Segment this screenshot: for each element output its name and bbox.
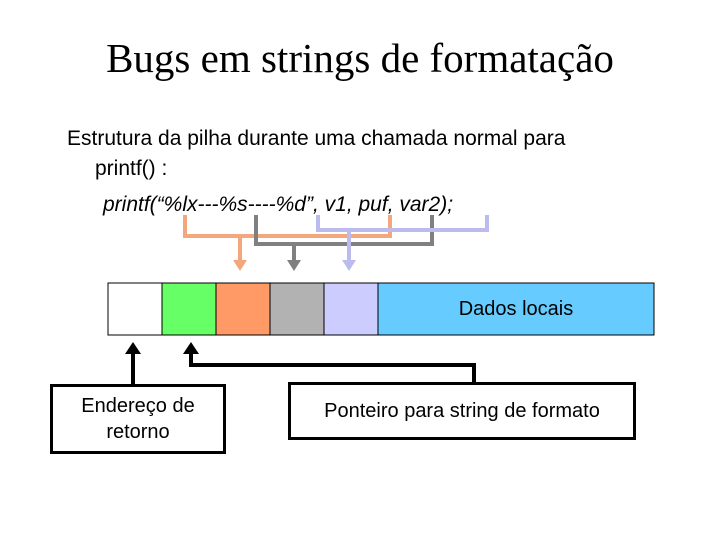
return-address-arrow-head [125,342,141,354]
var2-slot [323,282,379,336]
format-pointer-label: Ponteiro para string de formato [324,399,600,422]
printf-code: printf(“%lx---%s----%d”, v1, puf, var2); [103,193,454,216]
v1-connector [183,215,392,238]
v1-arrow-head [233,260,247,271]
format-ptr-slot [161,282,217,336]
description-line-2: printf() : [95,157,168,180]
v1-slot [215,282,271,336]
format-pointer-arrow-line [189,352,476,382]
return-slot [107,282,163,336]
format-pointer-box: Ponteiro para string de formato [288,382,636,440]
format-pointer-arrow-head [183,342,199,354]
var2-connector [316,215,489,232]
local-data-label: Dados locais [458,297,574,320]
local-data-slot [377,282,655,336]
description-line-1: Estrutura da pilha durante uma chamada n… [67,127,566,150]
puf-slot [269,282,325,336]
puf-arrow-head [287,260,301,271]
return-address-box: Endereço de retorno [50,384,226,454]
slide-title: Bugs em strings de formatação [106,35,614,81]
var2-arrow-head [342,260,356,271]
stack-frame [107,282,655,336]
argument-connectors [183,215,489,271]
return-address-label: Endereço de retorno [81,395,195,443]
pointer-arrows [125,342,476,384]
